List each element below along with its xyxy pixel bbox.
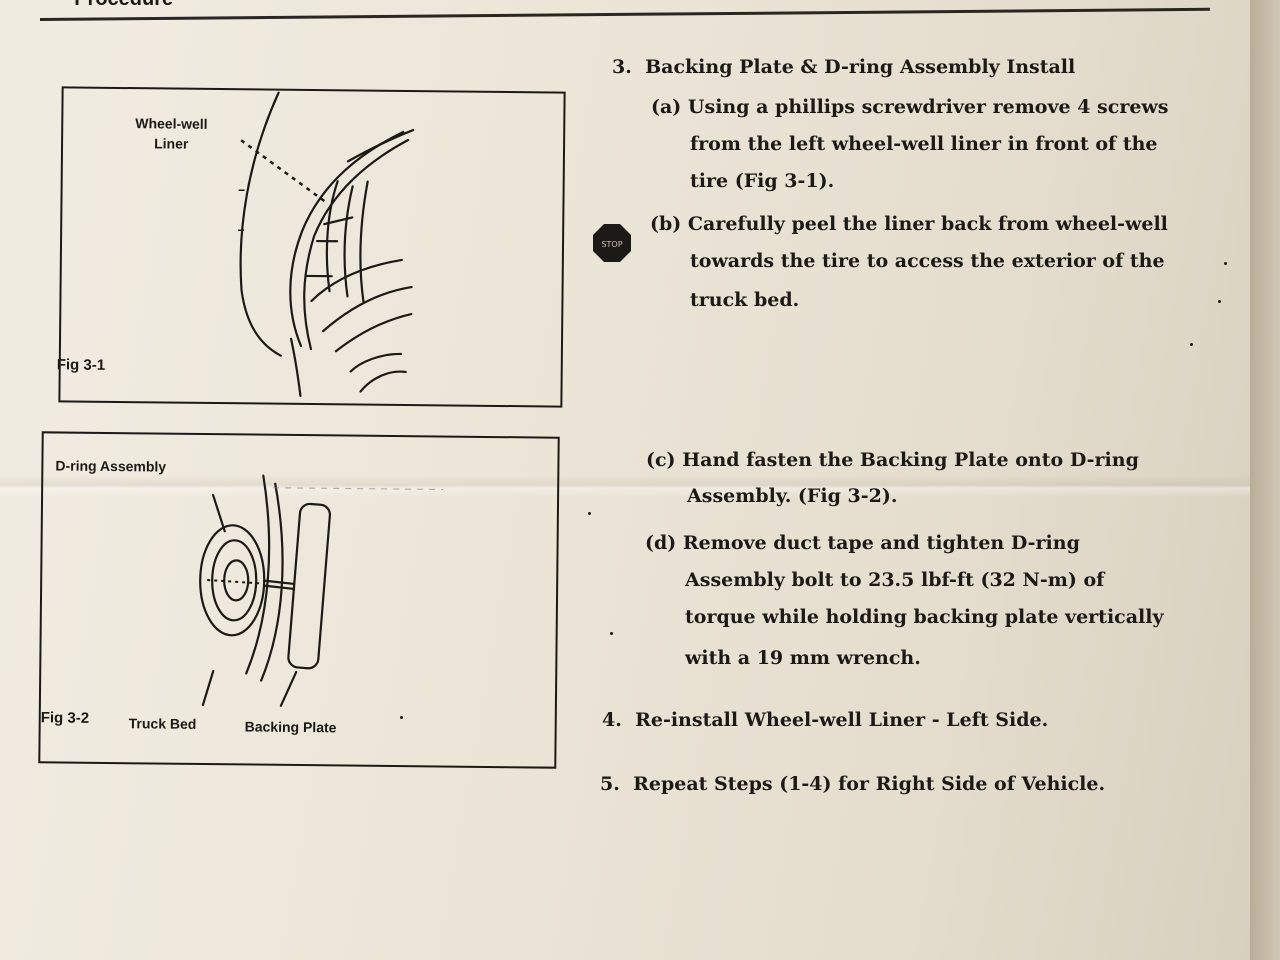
stop-sign-icon: STOP: [593, 224, 631, 262]
step-number: 5.: [600, 773, 620, 795]
substep-text: Hand fasten the Backing Plate onto D-rin…: [682, 449, 1139, 471]
step-title: Repeat Steps (1-4) for Right Side of Veh…: [633, 773, 1106, 795]
print-speck: [610, 632, 613, 635]
d-ring-assembly-callout: D-ring Assembly: [55, 457, 167, 475]
wheel-well-illustration: [238, 91, 415, 397]
stop-sign-text: STOP: [601, 240, 622, 249]
paper-sheet: [0, 0, 1252, 960]
figure-3-1: Wheel-well Liner Fig 3-1: [56, 86, 566, 408]
substep-label: (b): [650, 213, 682, 235]
substep-text: Using a phillips screwdriver remove 4 sc…: [687, 96, 1169, 118]
figure-label: Fig 3-2: [40, 709, 90, 727]
d-ring-illustration: [199, 474, 444, 707]
step-3a-line-1: (a) Using a phillips screwdriver remove …: [651, 96, 1168, 118]
print-speck: [400, 716, 403, 719]
print-speck: [1190, 343, 1193, 346]
substep-text: Carefully peel the liner back from wheel…: [687, 213, 1168, 235]
substep-label: (a): [651, 96, 682, 118]
paper-fold: [0, 475, 1252, 497]
figure-label: Fig 3-1: [56, 356, 106, 374]
step-3d-line-3: torque while holding backing plate verti…: [685, 606, 1164, 628]
print-speck: [588, 512, 591, 515]
step-5-heading: 5. Repeat Steps (1-4) for Right Side of …: [600, 773, 1105, 795]
print-speck: [1218, 300, 1221, 303]
paper-edge-shadow: [1250, 0, 1280, 960]
step-title: Backing Plate & D-ring Assembly Install: [645, 56, 1076, 78]
print-speck: [1224, 262, 1227, 265]
backing-plate-callout: Backing Plate: [244, 718, 337, 736]
step-3-heading: 3. Backing Plate & D-ring Assembly Insta…: [612, 56, 1075, 78]
figure-3-2: D-ring Assembly Fig 3-2 Truck Bed Backin…: [38, 431, 560, 769]
step-3b-line-3: truck bed.: [690, 289, 800, 311]
substep-label: (c): [646, 449, 676, 471]
step-3c-line-1: (c) Hand fasten the Backing Plate onto D…: [646, 449, 1139, 471]
step-3b-line-2: towards the tire to access the exterior …: [690, 250, 1165, 272]
callout-line-1: Wheel-well: [135, 115, 208, 132]
section-header: · Procedure: [62, 0, 173, 11]
step-number: 4.: [602, 709, 622, 731]
substep-label: (d): [645, 532, 677, 554]
truck-bed-callout: Truck Bed: [128, 715, 197, 732]
step-3c-line-2: Assembly. (Fig 3-2).: [687, 485, 898, 507]
step-4-heading: 4. Re-install Wheel-well Liner - Left Si…: [602, 709, 1048, 731]
step-3d-line-2: Assembly bolt to 23.5 lbf-ft (32 N-m) of: [685, 569, 1105, 591]
step-3a-line-3: tire (Fig 3-1).: [690, 170, 835, 192]
step-3b-line-1: (b) Carefully peel the liner back from w…: [650, 213, 1168, 235]
step-title: Re-install Wheel-well Liner - Left Side.: [635, 709, 1049, 731]
substep-text: Remove duct tape and tighten D-ring: [682, 532, 1080, 554]
callout-line-2: Liner: [154, 135, 189, 152]
step-3d-line-1: (d) Remove duct tape and tighten D-ring: [645, 532, 1080, 554]
step-number: 3.: [612, 56, 632, 78]
step-3a-line-2: from the left wheel-well liner in front …: [690, 133, 1158, 155]
wheel-well-liner-callout: Wheel-well Liner: [135, 113, 208, 154]
section-header-label: Procedure: [74, 0, 173, 10]
step-3d-line-4: with a 19 mm wrench.: [685, 647, 921, 669]
